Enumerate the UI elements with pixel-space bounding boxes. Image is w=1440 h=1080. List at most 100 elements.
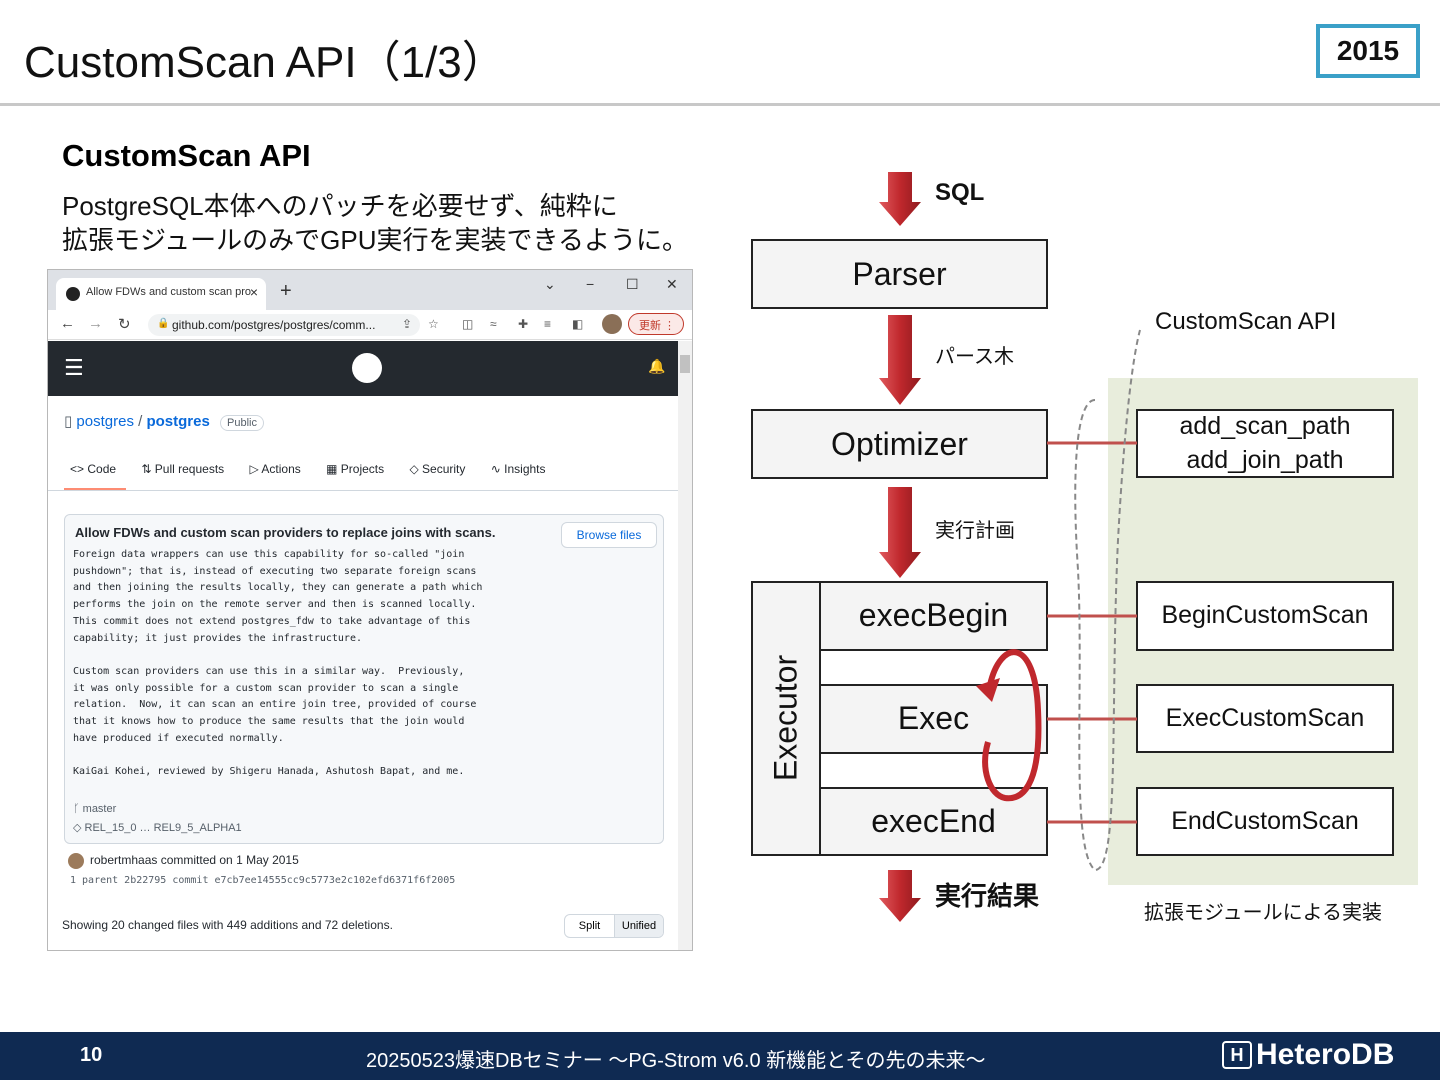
extension-icon-2[interactable]: ≈	[490, 317, 497, 331]
minimize-icon[interactable]: −	[586, 276, 595, 292]
browser-tab-title: Allow FDWs and custom scan pro	[86, 286, 252, 298]
forward-icon[interactable]: →	[88, 315, 103, 332]
exec-box	[819, 684, 1048, 754]
repo-owner-link[interactable]: postgres	[76, 413, 134, 430]
url-input[interactable]: 🔒 github.com/postgres/postgres/comm...	[148, 314, 420, 336]
repo-name-link[interactable]: postgres	[146, 413, 210, 430]
tab-security[interactable]: ◇ Security	[409, 462, 466, 476]
update-button[interactable]: 更新 ⋮	[628, 313, 684, 335]
back-icon[interactable]: ←	[60, 315, 75, 332]
sql-label: SQL	[935, 179, 985, 206]
browse-files-button[interactable]: Browse files	[561, 522, 657, 548]
close-tab-icon[interactable]: ×	[249, 284, 258, 300]
notification-bell-icon[interactable]: 🔔	[648, 358, 666, 374]
tab-pull-requests[interactable]: ⇅ Pull requests	[141, 462, 225, 476]
tab-actions[interactable]: ▷ Actions	[249, 462, 301, 476]
side-panel-icon[interactable]: ◧	[572, 317, 584, 331]
tab-projects[interactable]: ▦ Projects	[326, 462, 385, 476]
reload-icon[interactable]: ↻	[118, 316, 131, 333]
repo-separator: /	[138, 413, 147, 430]
reading-list-icon[interactable]: ≡	[544, 317, 552, 331]
scrollbar-thumb[interactable]	[680, 355, 690, 373]
executor-box	[751, 581, 821, 856]
commit-message: Foreign data wrappers can use this capab…	[73, 549, 483, 778]
commit-box: Allow FDWs and custom scan providers to …	[64, 514, 664, 844]
sql-arrow	[879, 172, 921, 226]
split-button[interactable]: Split	[578, 920, 601, 932]
diff-view-toggle: Split Unified	[564, 914, 664, 938]
unified-button[interactable]: Unified	[614, 915, 663, 937]
result-label: 実行結果	[935, 881, 1040, 911]
lock-icon: 🔒	[157, 318, 170, 329]
branch-label[interactable]: ᚴ master	[73, 803, 117, 815]
tab-insights[interactable]: ∿ Insights	[490, 462, 546, 476]
optimizer-label: Optimizer	[831, 426, 968, 462]
browser-tab[interactable]: Allow FDWs and custom scan pro ×	[56, 278, 266, 310]
plan-label: 実行計画	[935, 520, 1015, 542]
begin-custom-scan-label: BeginCustomScan	[1161, 601, 1369, 629]
address-bar: ← → ↻ 🔒 github.com/postgres/postgres/com…	[48, 310, 692, 340]
query-processing-diagram: SQL Parser パース木 Optimizer 実行計画 Executor …	[700, 150, 1440, 950]
changed-files-summary: Showing 20 changed files with 449 additi…	[62, 918, 393, 932]
plan-arrow	[879, 487, 921, 578]
github-header: ☰ 🔔	[48, 341, 678, 396]
exec-begin-label: execBegin	[858, 597, 1009, 633]
heterodb-logo-text: HeteroDB	[1256, 1038, 1395, 1071]
parse-tree-arrow	[879, 315, 921, 405]
description-line-1: PostgreSQL本体へのパッチを必要せず、純粋に	[62, 191, 618, 221]
tab-code[interactable]: <> Code	[70, 462, 117, 476]
repo-breadcrumb: ▯ postgres / postgres Public	[64, 412, 264, 431]
exec-loop-arrow	[982, 649, 1042, 802]
exec-begin-box	[819, 581, 1048, 651]
extension-icon-1[interactable]: ◫	[462, 317, 474, 331]
extension-caption: 拡張モジュールによる実装	[1144, 902, 1382, 924]
end-custom-scan-box	[1136, 787, 1394, 856]
description-line-2: 拡張モジュールのみでGPU実行を実装できるように。	[62, 225, 689, 255]
footer-text: 20250523爆速DBセミナー ～PG-Strom v6.0 新機能とその先の…	[366, 1050, 986, 1072]
begin-custom-scan-box	[1136, 581, 1394, 651]
executor-label: Executor	[767, 654, 804, 782]
parser-box	[751, 239, 1048, 309]
tags-label[interactable]: ◇ REL_15_0 … REL9_5_ALPHA1	[73, 822, 242, 834]
page-scrollbar[interactable]	[678, 341, 692, 950]
footer-bar: 10 20250523爆速DBセミナー ～PG-Strom v6.0 新機能とそ…	[0, 1032, 1440, 1080]
add-path-box	[1136, 409, 1394, 478]
exec-custom-scan-box	[1136, 684, 1394, 753]
diagram-shapes	[751, 172, 1418, 922]
exec-end-label: execEnd	[871, 803, 996, 839]
url-text: github.com/postgres/postgres/comm...	[172, 318, 376, 332]
page-number: 10	[80, 1044, 103, 1066]
result-arrow	[879, 870, 921, 922]
close-window-icon[interactable]: ✕	[666, 276, 678, 292]
maximize-icon[interactable]: ☐	[626, 276, 639, 292]
repo-icon: ▯	[64, 413, 77, 430]
parse-tree-label: パース木	[935, 346, 1014, 368]
heterodb-logo-mark-icon: H	[1222, 1041, 1252, 1069]
exec-loop-arrowhead	[976, 678, 1000, 702]
hamburger-menu-icon[interactable]: ☰	[64, 355, 84, 380]
tabs-divider	[48, 490, 678, 491]
tab-search-icon[interactable]: ⌄	[544, 276, 556, 292]
api-label: CustomScan API	[1155, 308, 1337, 335]
commit-title: Allow FDWs and custom scan providers to …	[75, 525, 496, 540]
browser-tab-bar: Allow FDWs and custom scan pro × + ⌄ − ☐…	[48, 270, 692, 310]
section-heading: CustomScan API	[62, 138, 311, 173]
committer-avatar[interactable]	[68, 853, 84, 869]
add-scan-path-label: add_scan_path	[1179, 412, 1351, 440]
title-divider	[0, 103, 1440, 106]
add-join-path-label: add_join_path	[1186, 446, 1344, 474]
new-tab-icon[interactable]: +	[280, 280, 292, 302]
repo-tabs: <> Code ⇅ Pull requests ▷ Actions ▦ Proj…	[70, 462, 568, 476]
active-tab-underline	[64, 488, 126, 490]
repo-visibility-badge: Public	[220, 415, 264, 431]
end-custom-scan-label: EndCustomScan	[1171, 807, 1359, 835]
share-icon[interactable]: ⇪	[402, 317, 413, 331]
extensions-puzzle-icon[interactable]: ✚	[518, 317, 529, 331]
github-logo-icon[interactable]	[352, 353, 382, 383]
bookmark-star-icon[interactable]: ☆	[428, 317, 439, 331]
commit-hash-line: 1 parent 2b22795 commit e7cb7ee14555cc9c…	[70, 875, 456, 886]
profile-avatar[interactable]	[602, 314, 622, 334]
browser-screenshot: Allow FDWs and custom scan pro × + ⌄ − ☐…	[47, 269, 693, 951]
committer-text: robertmhaas committed on 1 May 2015	[90, 853, 299, 868]
